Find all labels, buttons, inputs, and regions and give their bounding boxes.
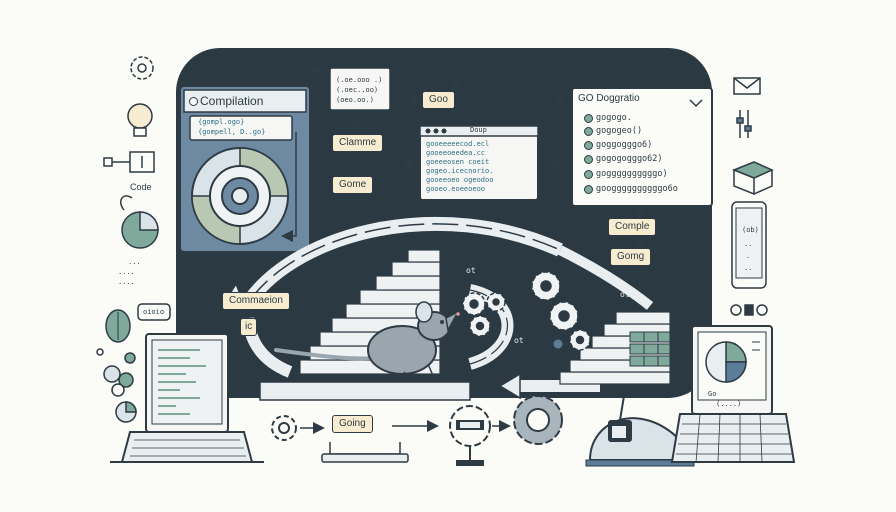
gear-icon xyxy=(469,315,491,337)
compilation-panel-title: Compilation xyxy=(186,92,304,110)
monitor-text: (....) xyxy=(716,400,742,408)
gear-icon xyxy=(271,415,297,441)
chevron-down-icon xyxy=(689,99,703,108)
gear-icon xyxy=(531,271,561,301)
toggle-icon xyxy=(730,304,768,316)
phone-text: . xyxy=(746,252,751,260)
pie-chart-icon xyxy=(120,195,159,249)
envelope-icon xyxy=(733,77,761,95)
go-program-item: goggggggggggo) xyxy=(584,168,668,180)
gear-icon xyxy=(130,56,154,80)
phone-icon xyxy=(731,201,767,289)
top-dashed-arrow-2 xyxy=(380,69,462,89)
cluster-icon xyxy=(96,348,136,397)
chat-bubble-icon xyxy=(137,303,171,321)
clamme-label: Clamme xyxy=(332,134,384,152)
go-program-item: gogogeo() xyxy=(584,125,642,137)
lightbulb-icon xyxy=(127,103,153,137)
gear-icon xyxy=(513,395,563,445)
comple-label: Comple xyxy=(608,218,657,236)
gome-label: Gome xyxy=(332,176,374,194)
small-blue-gear-icon xyxy=(552,338,564,350)
flowchart-node-icon xyxy=(103,151,155,173)
green-block-stack xyxy=(629,331,671,367)
leaf-icon xyxy=(105,309,131,343)
go-program-item: goggogggo6) xyxy=(584,139,652,151)
compilation-panel-header xyxy=(183,89,307,113)
bottom-return-arrowhead xyxy=(498,372,521,400)
gear-icon xyxy=(449,405,491,466)
code-window-line: gooeeoeo ogeodoo xyxy=(426,176,494,184)
go-program-title: GO Doggratio xyxy=(578,93,640,104)
left-side-text: .... xyxy=(118,268,135,276)
left-side-text: ... xyxy=(128,258,141,266)
computer-mouse-icon xyxy=(585,395,695,467)
panel-arrow xyxy=(281,132,297,242)
go-program-item: googgggggggggo6o xyxy=(584,183,678,195)
gomg-label: Gomg xyxy=(610,248,652,266)
monitor-text: Go xyxy=(708,390,717,398)
go-program-item: gogogo. xyxy=(584,112,632,124)
chat-bubble-text: oioio xyxy=(143,308,165,316)
right-monitor xyxy=(670,325,796,463)
compile-dial xyxy=(191,147,289,245)
go-program-window xyxy=(571,87,713,207)
ic-label: ic xyxy=(240,318,258,336)
phone-text: (ob) xyxy=(742,226,759,234)
box-icon xyxy=(731,161,774,196)
code-caption: Code xyxy=(130,182,152,192)
small-card-line: (oeo.oo.) xyxy=(336,96,374,104)
compilation-code-box xyxy=(189,115,293,141)
ot-label: ot xyxy=(514,336,524,345)
commaeion-label: Commaeion xyxy=(222,292,290,310)
go-program-item: gogogogggo62) xyxy=(584,153,663,165)
ot-label: ot xyxy=(466,266,476,275)
small-card-line: (.oe.ooo .) xyxy=(336,76,383,84)
base-platform xyxy=(259,381,471,401)
phone-text: .. xyxy=(744,264,753,272)
gear-icon xyxy=(462,292,486,316)
small-card-line: (.oec..oo) xyxy=(336,86,379,94)
code-window-title: Doup xyxy=(470,126,487,134)
small-code-card xyxy=(329,67,391,111)
mouse-character xyxy=(274,301,460,381)
code-window-line: gogeo.icecnorio. xyxy=(426,167,494,175)
code-window-line: gooeo.eoeeoeoo xyxy=(426,185,486,193)
sliders-icon xyxy=(736,110,752,138)
compilation-code-line: {gompl.ogo} xyxy=(198,118,245,126)
gear-icon xyxy=(549,301,579,331)
code-window-line: goeeeosen coeit xyxy=(426,158,490,166)
goo-label: Goo xyxy=(422,91,455,109)
gear-icon xyxy=(569,329,591,351)
pie-chart-icon xyxy=(115,401,137,423)
left-laptop xyxy=(110,333,264,463)
compilation-code-line: {gompell, D..go} xyxy=(198,128,266,136)
panel-dot-icon xyxy=(189,97,198,106)
left-side-text: .... xyxy=(118,278,135,286)
going-label: Going xyxy=(332,415,373,433)
phone-text: .. xyxy=(744,240,753,248)
code-window-titlebar xyxy=(419,125,539,137)
code-window-line: gooeeeeecod.ecl xyxy=(426,140,490,148)
ot-label: ot xyxy=(620,290,630,299)
code-window-line: gooeeoeedea.cc xyxy=(426,149,486,157)
gear-icon xyxy=(486,292,506,312)
